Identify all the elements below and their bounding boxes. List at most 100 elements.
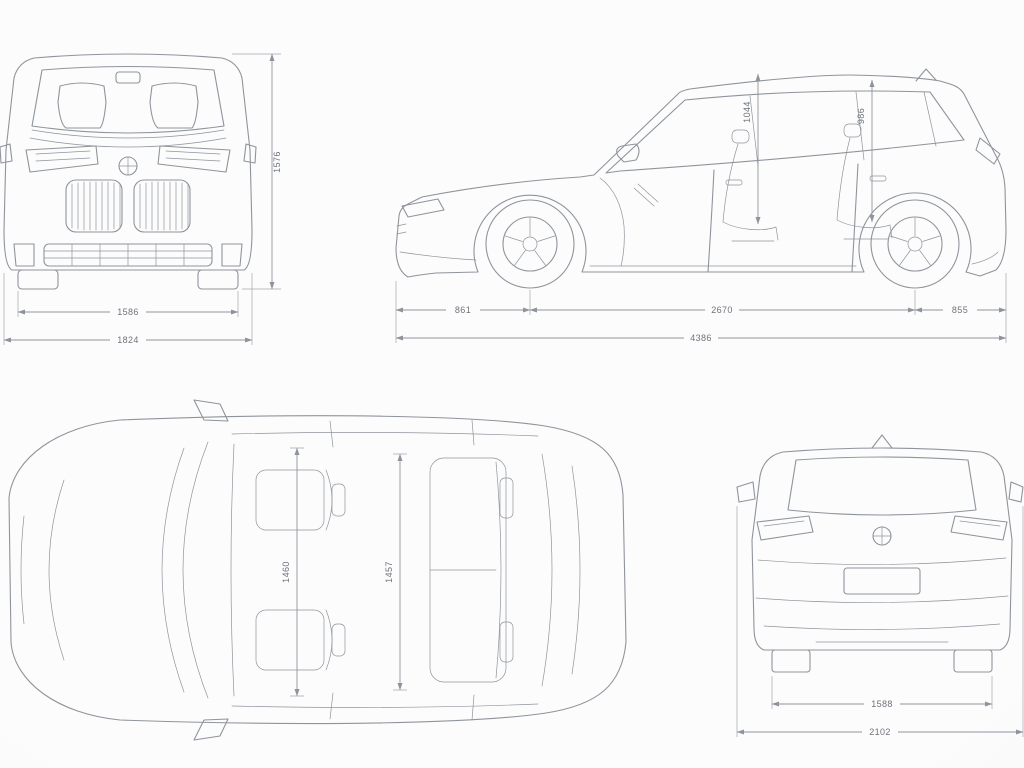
bumper-creases — [396, 223, 999, 267]
front-seat-cushion-a — [255, 469, 325, 531]
front-seat-back-b — [325, 609, 333, 671]
roof-side-rails — [231, 432, 539, 708]
extension-lines — [3, 53, 281, 345]
dim-front-interior-height: 1044 — [742, 73, 761, 225]
dim-overall-length: 4386 — [395, 333, 1007, 343]
roof-antenna-fin — [915, 68, 937, 82]
glasshouse-outline — [605, 90, 965, 174]
dashboard — [599, 177, 625, 267]
front-rim — [502, 216, 558, 272]
dim-label-rear-overhang: 855 — [952, 305, 968, 315]
roundel-quadrants — [118, 156, 138, 176]
side-mirror — [616, 143, 640, 163]
headlight — [401, 198, 445, 218]
windshield — [31, 65, 225, 134]
interior-details — [599, 123, 893, 267]
kidney-grille-left — [65, 179, 123, 233]
car-body-outline — [8, 415, 627, 725]
front-wheel-right — [197, 269, 239, 290]
door-seams — [707, 163, 859, 273]
dim-label-overall-width-mirrors: 2102 — [869, 727, 891, 737]
intake-mesh — [43, 243, 213, 267]
dim-label-front-track: 1586 — [117, 307, 139, 317]
rear-seat-headrest — [843, 123, 862, 138]
dim-overall-height: 1576 — [269, 53, 282, 290]
corner-vents — [13, 243, 243, 267]
rear-tire — [870, 199, 960, 289]
rear-dimensions: 1588 2102 — [736, 506, 1024, 737]
rear-headrest-b — [499, 621, 514, 663]
door-seam-marks — [329, 419, 475, 721]
seats-top-view — [255, 457, 514, 683]
dim-label-wheelbase: 2670 — [711, 305, 733, 315]
dim-label-rear-interior-width: 1457 — [384, 561, 394, 583]
front-seat — [722, 143, 779, 242]
hood-lines — [29, 129, 227, 148]
cowl-arc — [161, 447, 185, 693]
hood-arc — [48, 479, 65, 661]
headlights — [25, 145, 231, 173]
dim-label-overall-width: 1824 — [117, 335, 139, 345]
taillight — [975, 137, 1001, 165]
rear-wheel-left — [771, 649, 811, 673]
dim-rear-track: 1588 — [771, 699, 993, 709]
dim-label-rear-track: 1588 — [871, 699, 893, 709]
dim-front-track: 1586 — [17, 307, 239, 317]
dim-label-rear-interior-height: 986 — [856, 108, 866, 124]
dim-label-front-overhang: 861 — [455, 305, 471, 315]
front-seat-headrest-b — [331, 623, 346, 657]
top-view: 1460 1457 — [8, 399, 627, 741]
extension-lines — [736, 506, 1024, 737]
front-tire — [485, 199, 575, 289]
front-view: 1576 1586 1824 — [0, 53, 282, 345]
dim-rear-interior-height: 986 — [856, 79, 875, 223]
top-dimensions: 1460 1457 — [281, 447, 407, 697]
dim-label-front-interior-width: 1460 — [281, 561, 291, 583]
side-mirrors — [736, 481, 1024, 503]
dim-front-interior-width: 1460 — [281, 447, 304, 697]
rear-window-arc — [541, 453, 553, 687]
taillights — [756, 515, 1008, 541]
front-seat-headrest-a — [331, 483, 346, 517]
side-mirror-left — [193, 399, 229, 422]
side-mirror-right — [193, 718, 229, 741]
dim-label-overall-height: 1576 — [272, 151, 282, 173]
roof-front-bow — [230, 443, 235, 697]
rear-car-drawing — [736, 434, 1024, 673]
car-body-outline — [395, 74, 1007, 278]
rear-wheel-right — [953, 649, 993, 673]
dim-label-front-interior-height: 1044 — [742, 101, 752, 123]
front-car-drawing — [0, 53, 257, 290]
door-handle-front — [725, 179, 743, 186]
front-seat-back-a — [325, 469, 333, 531]
rear-bench-backline — [429, 461, 502, 679]
front-wheel-left — [17, 269, 59, 290]
hatch-arc — [571, 465, 581, 675]
front-bumper-lines — [20, 515, 25, 625]
dim-label-overall-length: 4386 — [690, 333, 712, 343]
side-car-drawing — [395, 68, 1007, 289]
top-car-drawing — [8, 399, 627, 741]
front-hub — [522, 236, 538, 252]
grille-slats — [71, 181, 189, 231]
dim-overall-width-mirrors: 2102 — [736, 727, 1024, 737]
dim-rear-interior-width: 1457 — [384, 453, 407, 691]
taillight-details — [763, 520, 1001, 527]
roof-antenna-fin — [871, 434, 893, 449]
front-seat-headrest — [731, 129, 750, 144]
rear-headrest-a — [499, 477, 514, 519]
car-body-outline — [3, 53, 253, 271]
bumper-lines — [755, 595, 1009, 643]
side-view: 1044 986 861 2670 855 — [395, 68, 1007, 343]
tailgate-crease — [757, 557, 1007, 565]
dim-overall-width: 1824 — [3, 335, 253, 345]
rearview-mirror — [115, 71, 141, 84]
steering-wheel — [633, 183, 659, 207]
license-plate-recess — [843, 567, 921, 595]
car-body-outline — [751, 447, 1013, 651]
rear-window — [787, 456, 977, 516]
windshield-arc — [182, 441, 209, 699]
dim-rear-overhang: 855 — [914, 305, 1007, 315]
